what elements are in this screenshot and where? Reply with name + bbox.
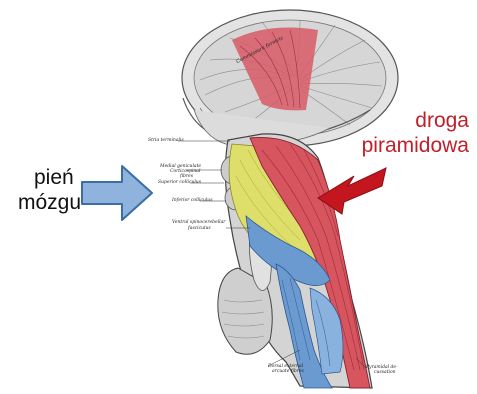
brainstem-arrow [82,166,152,220]
fibres-label: fibres [180,174,193,179]
pyramidal-label-line1: droga [362,108,469,133]
brainstem-label: pień mózgu [18,165,81,215]
superior-colliculus-label: Superior colliculus [158,180,201,185]
pyramidal-tract-label: droga piramidowa [362,108,469,158]
ventral-spinocerebellar-label: Ventral spinocerebellar [172,220,225,225]
inferior-colliculus-label: Inferior colliculus [172,198,213,203]
pyramidal-label-line2: piramidowa [362,133,469,158]
stria-label: Stria terminalis [148,138,184,143]
fasciculus-label: fasciculus [188,226,211,231]
brainstem-label-line2: mózgu [18,190,81,215]
arcuate-fibres-label: arcuate fibres [272,369,304,374]
brainstem-label-line1: pień [18,165,81,190]
cussation-label: cussation [374,370,396,375]
